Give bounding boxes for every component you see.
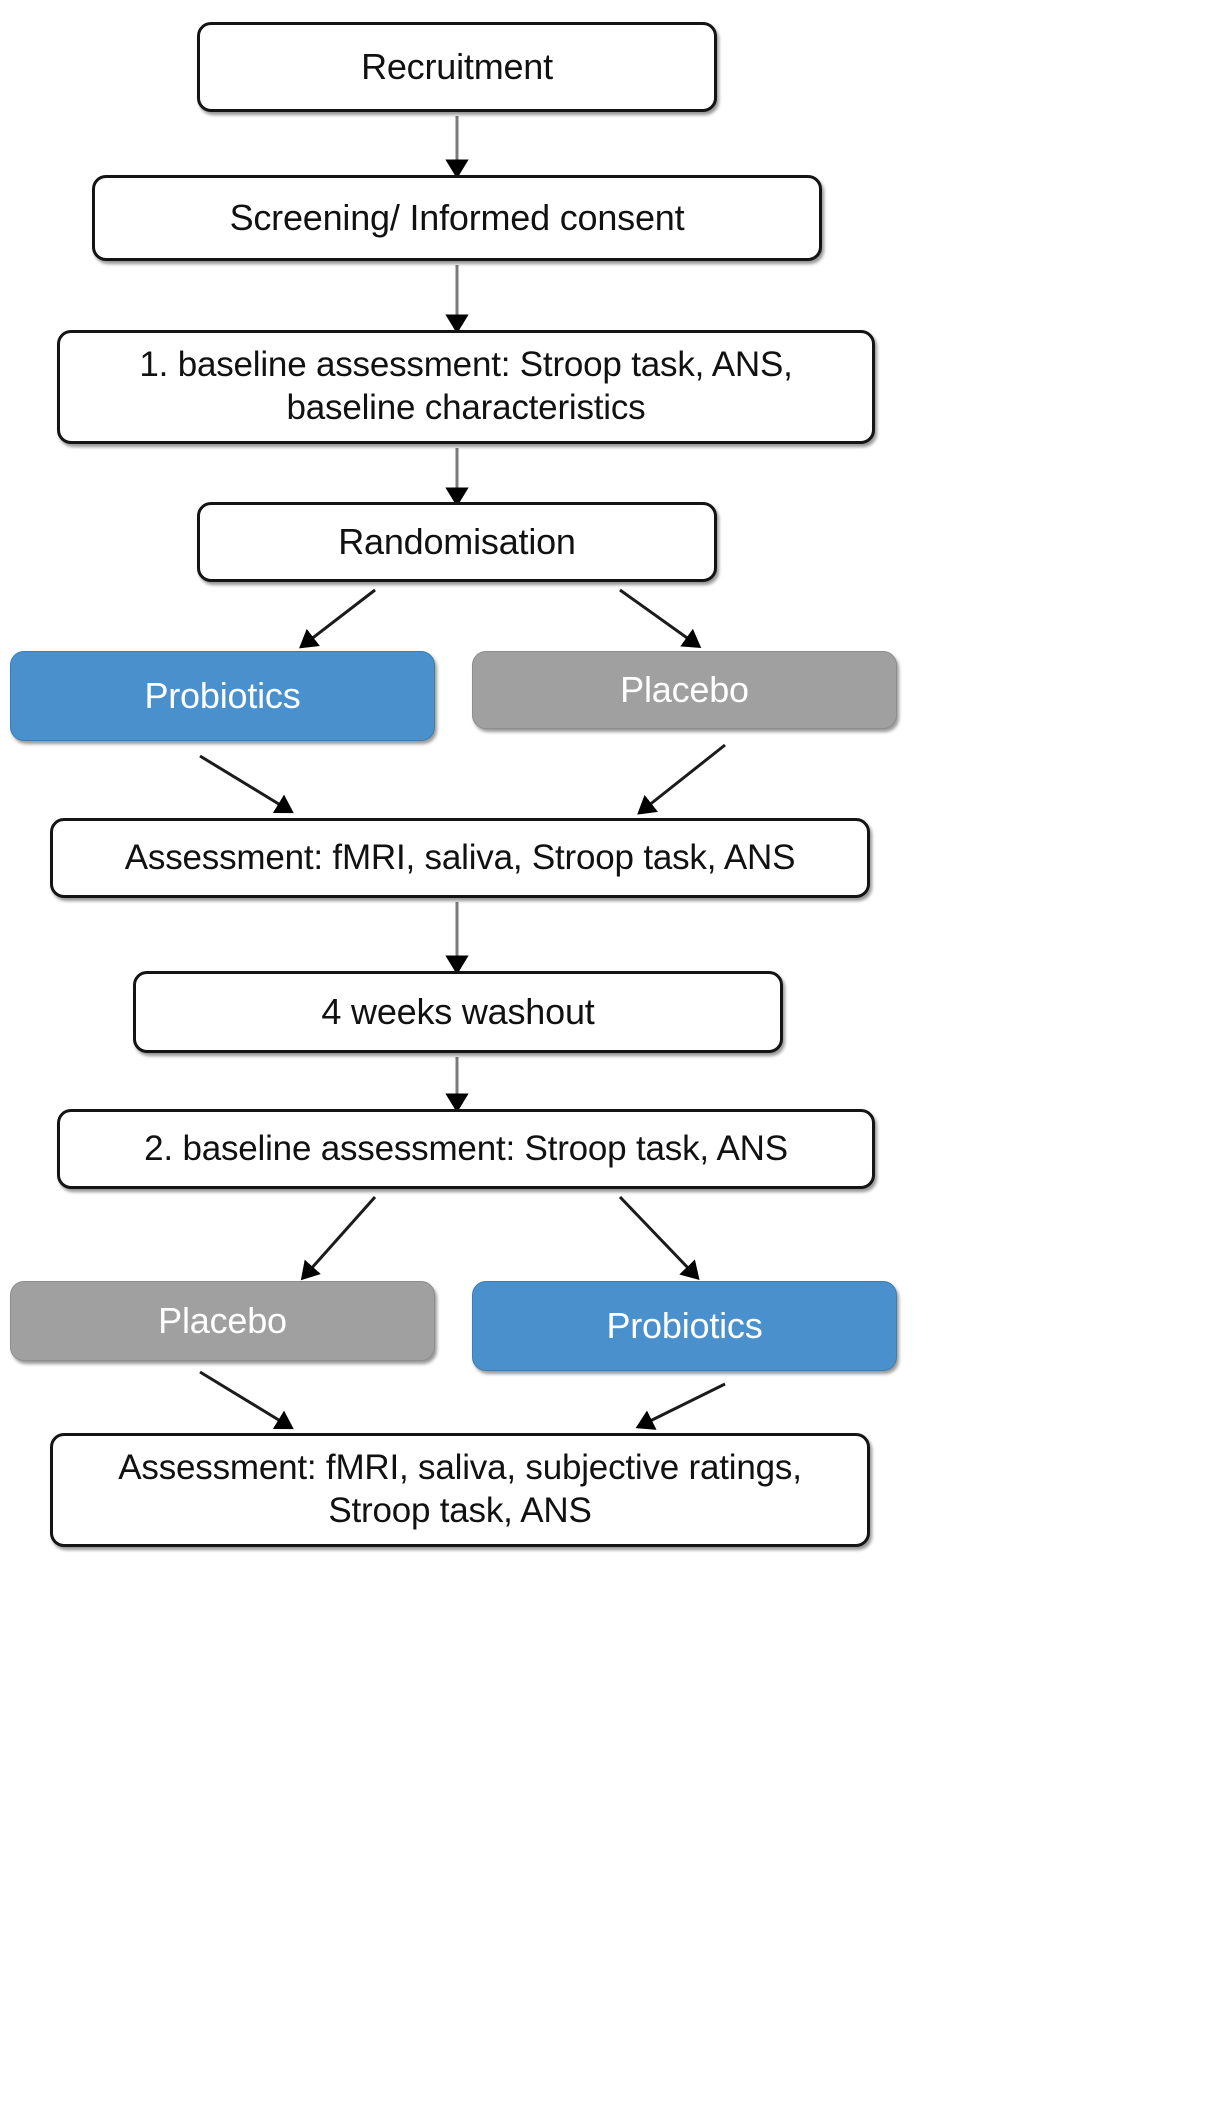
arrow-randomisation-to-probiotics1 bbox=[299, 588, 376, 649]
node-recruitment[interactable]: Recruitment bbox=[197, 22, 717, 112]
node-randomisation[interactable]: Randomisation bbox=[197, 502, 717, 582]
arrow-probiotics1-to-assessment1 bbox=[199, 754, 294, 814]
node-baseline-assessment-1[interactable]: 1. baseline assessment: Stroop task, ANS… bbox=[57, 330, 875, 444]
arrow-baseline2-to-probiotics2 bbox=[618, 1195, 700, 1280]
arrow-placebo2-to-assessment2 bbox=[199, 1370, 294, 1430]
arrow-probiotics2-to-assessment2 bbox=[635, 1382, 726, 1430]
node-baseline-assessment-2[interactable]: 2. baseline assessment: Stroop task, ANS bbox=[57, 1109, 875, 1189]
node-probiotics-arm-1[interactable]: Probiotics bbox=[10, 651, 435, 741]
arrow-randomisation-to-placebo1 bbox=[619, 588, 702, 649]
node-placebo-arm-2[interactable]: Placebo bbox=[10, 1281, 435, 1361]
arrow-baseline2-to-placebo2 bbox=[300, 1196, 377, 1281]
arrow-placebo1-to-assessment1 bbox=[637, 743, 726, 815]
node-assessment-2[interactable]: Assessment: fMRI, saliva, subjective rat… bbox=[50, 1433, 870, 1547]
node-screening-informed-consent[interactable]: Screening/ Informed consent bbox=[92, 175, 822, 261]
node-assessment-1[interactable]: Assessment: fMRI, saliva, Stroop task, A… bbox=[50, 818, 870, 898]
node-probiotics-arm-2[interactable]: Probiotics bbox=[472, 1281, 897, 1371]
node-washout[interactable]: 4 weeks washout bbox=[133, 971, 783, 1053]
node-placebo-arm-1[interactable]: Placebo bbox=[472, 651, 897, 729]
